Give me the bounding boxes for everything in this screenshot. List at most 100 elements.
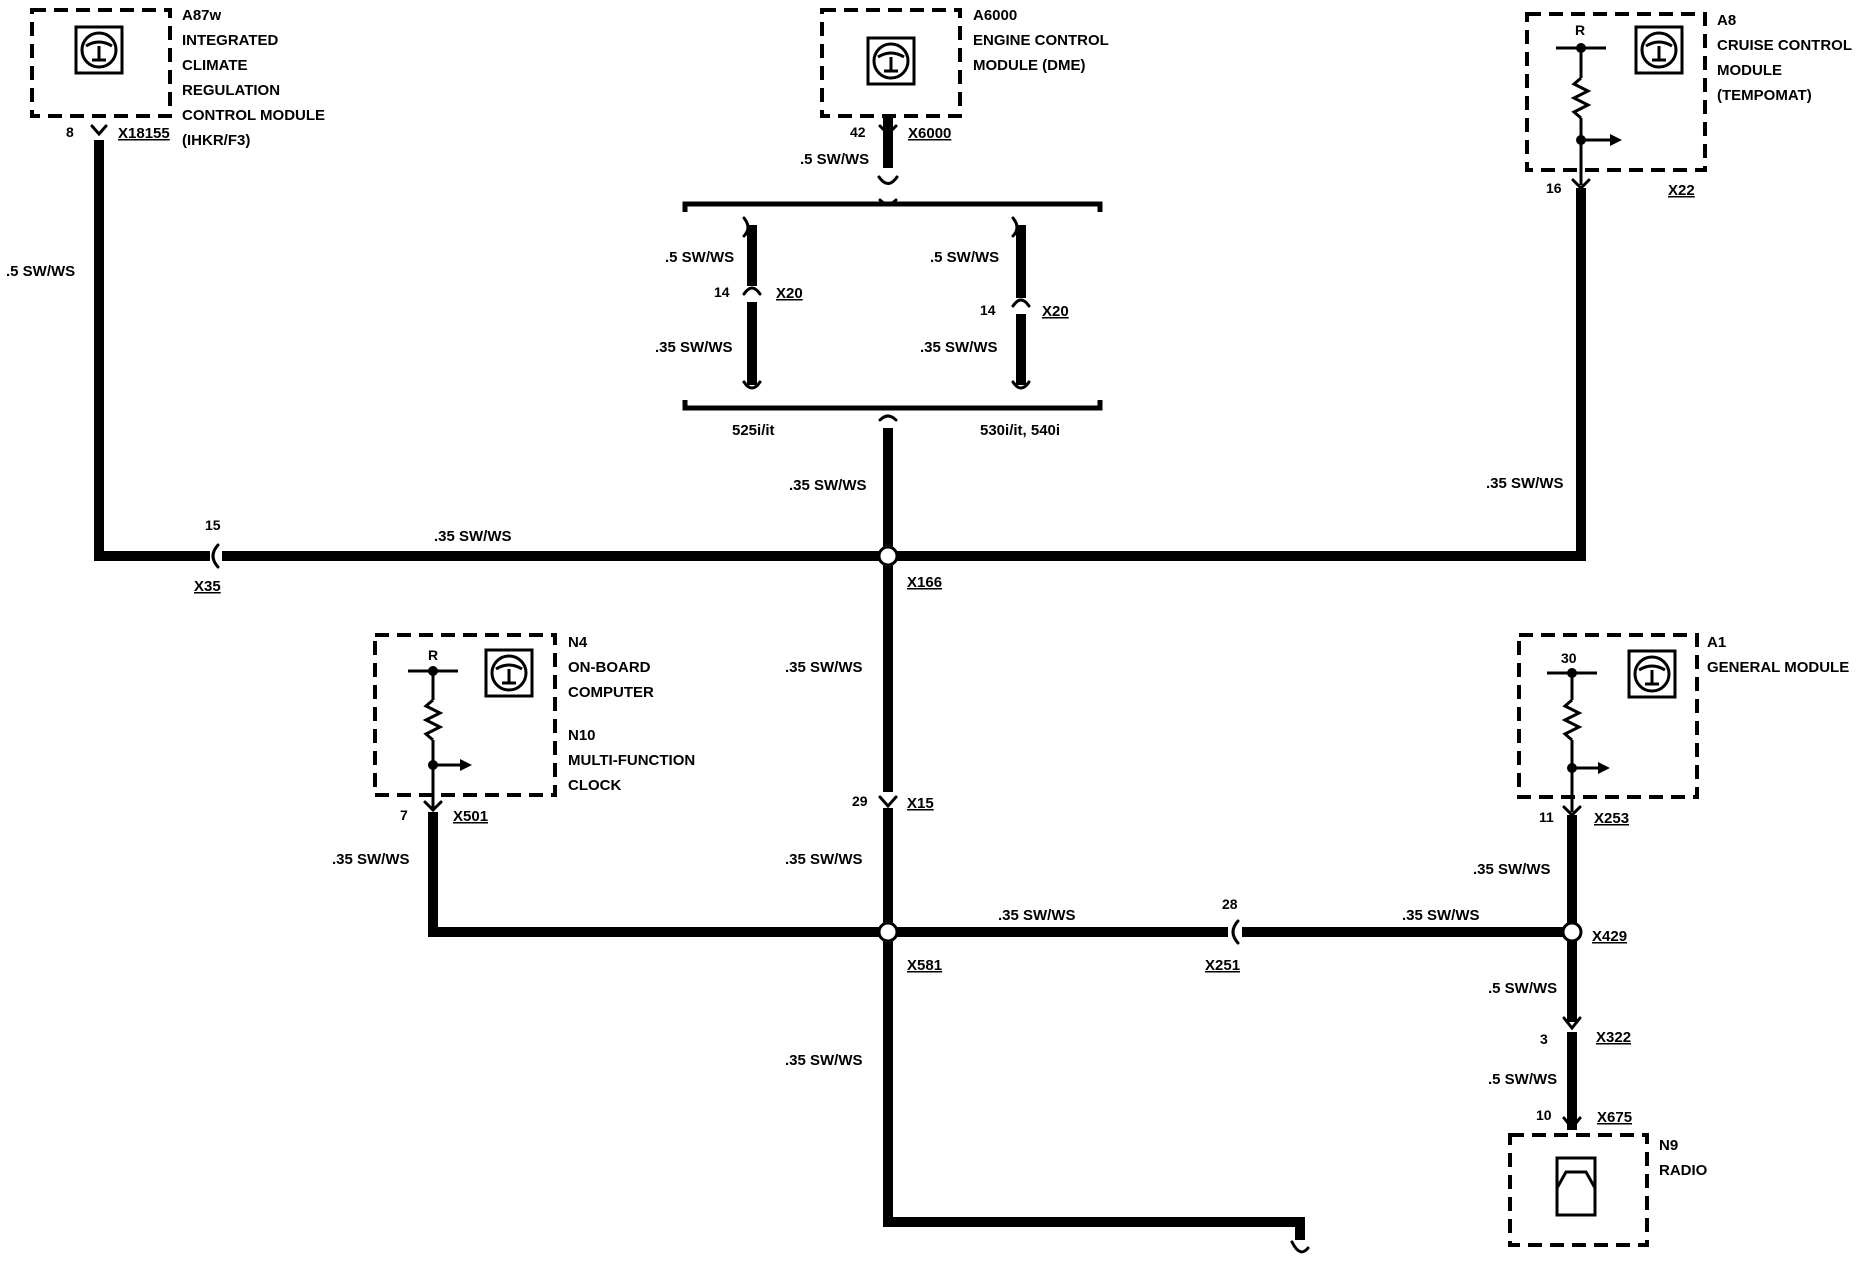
cruise-control-module: R A8 CRUISE CONTROL MODULE (TEMPOMAT) 16…	[1525, 12, 1852, 199]
wire-label: .35 SW/WS	[655, 339, 733, 356]
variant-label-right: 530i/it, 540i	[980, 422, 1060, 439]
climate-module: A87w INTEGRATED CLIMATE REGULATION CONTR…	[30, 7, 325, 149]
obc-id2: N10	[568, 727, 596, 744]
obc-resistor-label: R	[428, 647, 438, 663]
general-pin: 11	[1539, 809, 1554, 825]
cruise-name-3: (TEMPOMAT)	[1717, 87, 1812, 104]
cruise-resistor-label: R	[1575, 22, 1585, 38]
obc-name-2: COMPUTER	[568, 684, 654, 701]
obc-connector: X501	[453, 808, 488, 825]
on-board-computer: R N4 ON-BOARD COMPUTER N10 MULTI-FUNCTIO…	[373, 633, 695, 825]
climate-name-3: REGULATION	[182, 82, 280, 99]
x322-label: X322	[1596, 1029, 1631, 1046]
x35-label: X35	[194, 578, 221, 595]
radio-connector: X675	[1597, 1109, 1632, 1126]
general-module: 30 A1 GENERAL MODULE 11 X253	[1517, 633, 1849, 827]
wire-label: .5 SW/WS	[1488, 1071, 1557, 1088]
module-icon	[866, 36, 916, 86]
x35-pin: 15	[205, 517, 221, 533]
connector-x35-symbol	[211, 543, 220, 569]
wire-labels: .5 SW/WS .5 SW/WS .5 SW/WS .35 SW/WS .5 …	[6, 151, 1564, 1088]
ecm-pin: 42	[850, 124, 866, 140]
obc-name-1: ON-BOARD	[568, 659, 651, 676]
module-icon	[484, 648, 534, 698]
wire-label: .35 SW/WS	[998, 907, 1076, 924]
climate-name-4: CONTROL MODULE	[182, 107, 325, 124]
connector-arrow-icon	[90, 124, 108, 137]
connector-arrow-icon	[878, 124, 898, 137]
engine-control-module: A6000 ENGINE CONTROL MODULE (DME) 42 X60…	[820, 7, 1109, 142]
bracket-tick	[878, 414, 898, 422]
wires	[90, 116, 1591, 1254]
climate-connector: X18155	[118, 125, 170, 142]
connector-x15-symbol	[878, 795, 898, 809]
climate-name-1: INTEGRATED	[182, 32, 279, 49]
radio: N9 RADIO 10 X675	[1508, 1107, 1708, 1247]
climate-name-5: (IHKR/F3)	[182, 132, 250, 149]
bracket-tick	[878, 198, 898, 206]
module-icon	[1627, 649, 1677, 699]
general-terminal: 30	[1561, 650, 1577, 666]
x15-pin: 29	[852, 793, 868, 809]
x15-label: X15	[907, 795, 934, 812]
x20-right-label: X20	[1042, 303, 1069, 320]
wire-label: .35 SW/WS	[332, 851, 410, 868]
climate-pin: 8	[66, 124, 74, 140]
wire-label: .35 SW/WS	[920, 339, 998, 356]
connector-arrow-icon	[1562, 1116, 1582, 1131]
wire-end-curl	[742, 380, 762, 390]
connector-arrow-icon	[1571, 178, 1591, 191]
obc-name2-2: CLOCK	[568, 777, 621, 794]
wire-label: .5 SW/WS	[1488, 980, 1557, 997]
variant-label-left: 525i/it	[732, 422, 775, 439]
obc-id: N4	[568, 634, 588, 651]
x322-pin: 3	[1540, 1031, 1548, 1047]
ecm-name-2: MODULE (DME)	[973, 57, 1086, 74]
wire-end-curl	[877, 175, 899, 185]
resistor-symbol	[1561, 698, 1583, 742]
climate-name-2: CLIMATE	[182, 57, 248, 74]
wire-label: .5 SW/WS	[6, 263, 75, 280]
cruise-connector: X22	[1668, 182, 1695, 199]
wire-obc	[428, 812, 888, 937]
wire-label: .35 SW/WS	[1402, 907, 1480, 924]
resistor-symbol	[1570, 76, 1592, 120]
general-name: GENERAL MODULE	[1707, 659, 1849, 676]
cruise-name-1: CRUISE CONTROL	[1717, 37, 1852, 54]
climate-id: A87w	[182, 7, 222, 24]
splice-x581	[877, 921, 899, 943]
cruise-pin: 16	[1546, 180, 1562, 196]
cruise-id: A8	[1717, 12, 1736, 29]
radio-pin: 10	[1536, 1107, 1552, 1123]
x429-label: X429	[1592, 928, 1627, 945]
wire-end-curl	[1290, 1240, 1310, 1254]
wire-center-lower	[883, 808, 1305, 1240]
x20-left-label: X20	[776, 285, 803, 302]
wire-climate	[94, 140, 210, 561]
wire-label: .35 SW/WS	[1473, 861, 1551, 878]
variant-bracket-top	[682, 201, 1103, 212]
variant-bracket-bottom	[682, 400, 1103, 411]
wire-label: .35 SW/WS	[785, 659, 863, 676]
general-id: A1	[1707, 634, 1726, 651]
connector-arrow-icon	[1562, 805, 1582, 818]
ecm-id: A6000	[973, 7, 1017, 24]
obc-pin: 7	[400, 807, 408, 823]
radio-icon	[1555, 1156, 1597, 1217]
connector-x251-symbol	[1231, 919, 1240, 945]
x20-left-pin: 14	[714, 284, 730, 300]
wire-label: .35 SW/WS	[785, 851, 863, 868]
general-connector: X253	[1594, 810, 1629, 827]
x581-label: X581	[907, 957, 942, 974]
x251-pin: 28	[1222, 896, 1238, 912]
connector-labels: 14 X20 14 X20 15 X35 X166 29 X15 X581 28…	[194, 284, 1631, 1047]
radio-id: N9	[1659, 1137, 1678, 1154]
wire-end-curl	[1011, 380, 1031, 390]
splice-x166	[877, 545, 899, 567]
resistor-symbol	[422, 698, 444, 742]
ecm-connector: X6000	[908, 125, 951, 142]
wire-label: .35 SW/WS	[434, 528, 512, 545]
x251-label: X251	[1205, 957, 1240, 974]
connector-arrow-icon	[423, 800, 443, 813]
connector-x322-symbol	[1562, 1016, 1582, 1031]
